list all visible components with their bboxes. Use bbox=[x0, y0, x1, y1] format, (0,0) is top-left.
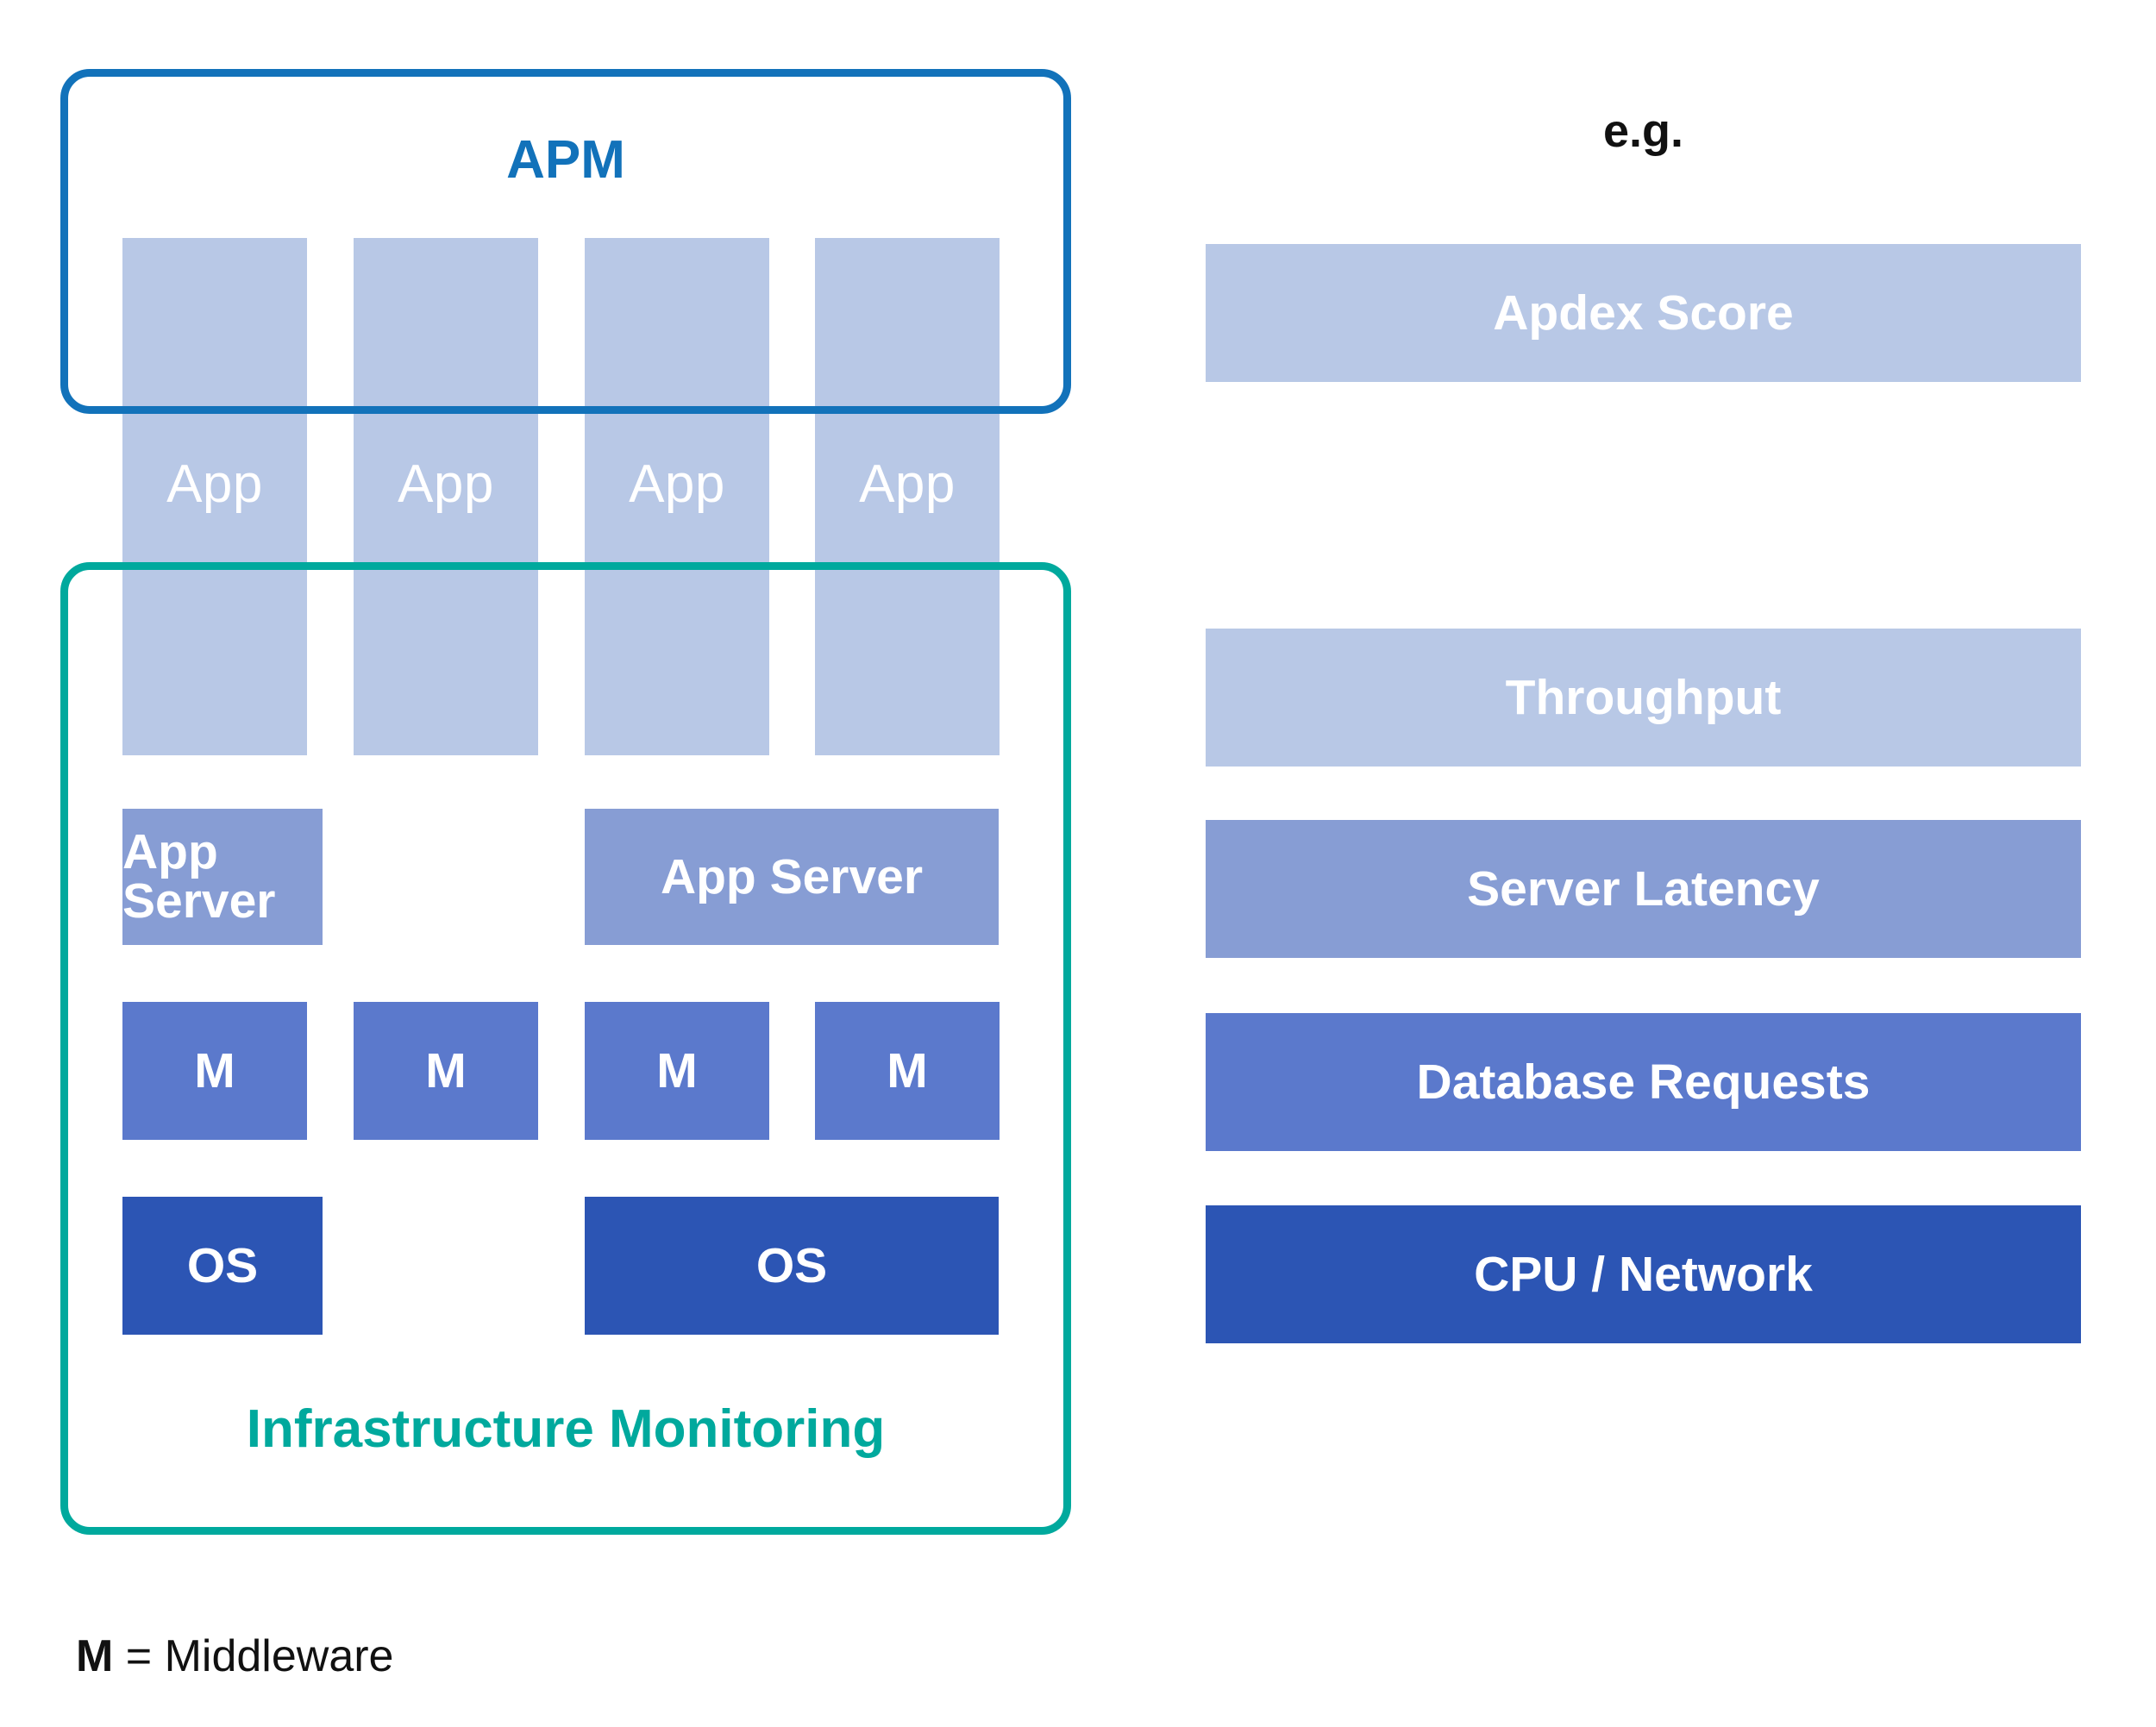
middleware-label: M bbox=[194, 1042, 235, 1098]
app-server-box-2: App Server bbox=[585, 809, 999, 945]
metric-bar-database-requests: Database Requests bbox=[1206, 1013, 2081, 1151]
examples-heading: e.g. bbox=[1602, 105, 1684, 157]
middleware-box-3: M bbox=[585, 1002, 769, 1140]
metric-label: Throughput bbox=[1505, 669, 1782, 725]
app-column-label: App bbox=[398, 454, 494, 514]
middleware-label: M bbox=[425, 1042, 467, 1098]
app-column-2: App bbox=[354, 238, 538, 755]
os-label: OS bbox=[755, 1237, 828, 1293]
app-column-label: App bbox=[166, 454, 263, 514]
os-box-2: OS bbox=[585, 1197, 999, 1335]
metric-bar-apdex-score: Apdex Score bbox=[1206, 244, 2081, 382]
os-label: OS bbox=[186, 1237, 259, 1293]
middleware-label: M bbox=[656, 1042, 698, 1098]
app-column-label: App bbox=[629, 454, 725, 514]
middleware-box-4: M bbox=[815, 1002, 1000, 1140]
app-column-1: App bbox=[122, 238, 307, 755]
legend-symbol: M bbox=[76, 1631, 114, 1681]
apm-title: APM bbox=[506, 130, 625, 190]
middleware-box-1: M bbox=[122, 1002, 307, 1140]
legend-middleware: M = Middleware bbox=[76, 1634, 393, 1679]
infrastructure-monitoring-group-outline bbox=[60, 562, 1071, 1535]
app-column-label: App bbox=[859, 454, 956, 514]
infrastructure-monitoring-title: Infrastructure Monitoring bbox=[246, 1399, 886, 1459]
metric-bar-cpu-network: CPU / Network bbox=[1206, 1205, 2081, 1343]
app-server-box-1: App Server bbox=[122, 809, 323, 945]
metric-bar-throughput: Throughput bbox=[1206, 629, 2081, 767]
metric-label: Database Requests bbox=[1416, 1054, 1871, 1110]
metric-label: Apdex Score bbox=[1493, 285, 1794, 341]
metric-label: CPU / Network bbox=[1474, 1246, 1813, 1302]
legend-text: = Middleware bbox=[113, 1631, 394, 1681]
os-box-1: OS bbox=[122, 1197, 323, 1335]
middleware-box-2: M bbox=[354, 1002, 538, 1140]
app-column-4: App bbox=[815, 238, 1000, 755]
app-server-label: App Server bbox=[660, 848, 924, 904]
metric-label: Server Latency bbox=[1467, 860, 1820, 917]
metric-bar-server-latency: Server Latency bbox=[1206, 820, 2081, 958]
apm-group-outline bbox=[60, 69, 1071, 414]
app-server-label: App Server bbox=[122, 824, 276, 929]
middleware-label: M bbox=[887, 1042, 928, 1098]
app-column-3: App bbox=[585, 238, 769, 755]
